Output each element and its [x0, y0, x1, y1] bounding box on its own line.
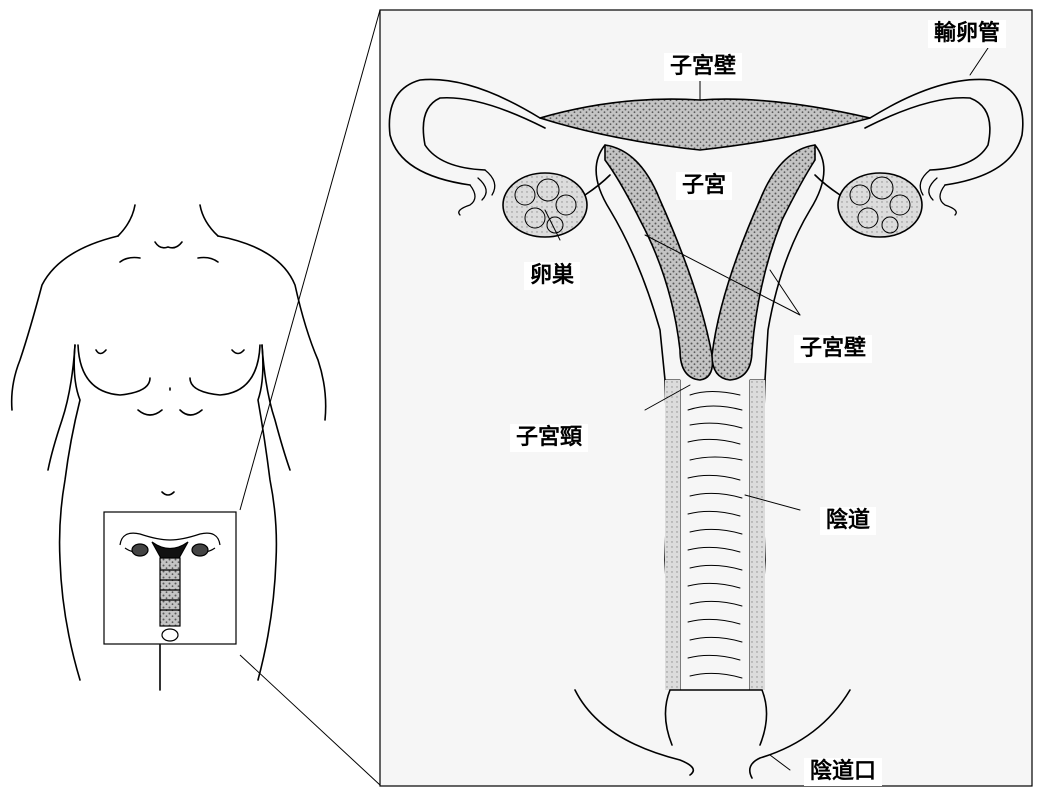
- label-uterus: 子宮: [676, 172, 732, 200]
- connector-top: [240, 10, 380, 510]
- label-fallopian-tube: 輸卵管: [928, 20, 1006, 48]
- label-uterine-wall-side: 子宮壁: [794, 335, 872, 363]
- label-ovary: 卵巣: [524, 262, 580, 290]
- label-vaginal-opening: 陰道口: [804, 758, 882, 786]
- connector-bottom: [240, 655, 380, 785]
- ovary-left: [503, 173, 587, 237]
- label-cervix: 子宮頸: [510, 424, 588, 452]
- label-uterine-wall-top: 子宮壁: [664, 53, 742, 81]
- ovary-right: [838, 173, 922, 237]
- label-vagina: 陰道: [820, 507, 876, 535]
